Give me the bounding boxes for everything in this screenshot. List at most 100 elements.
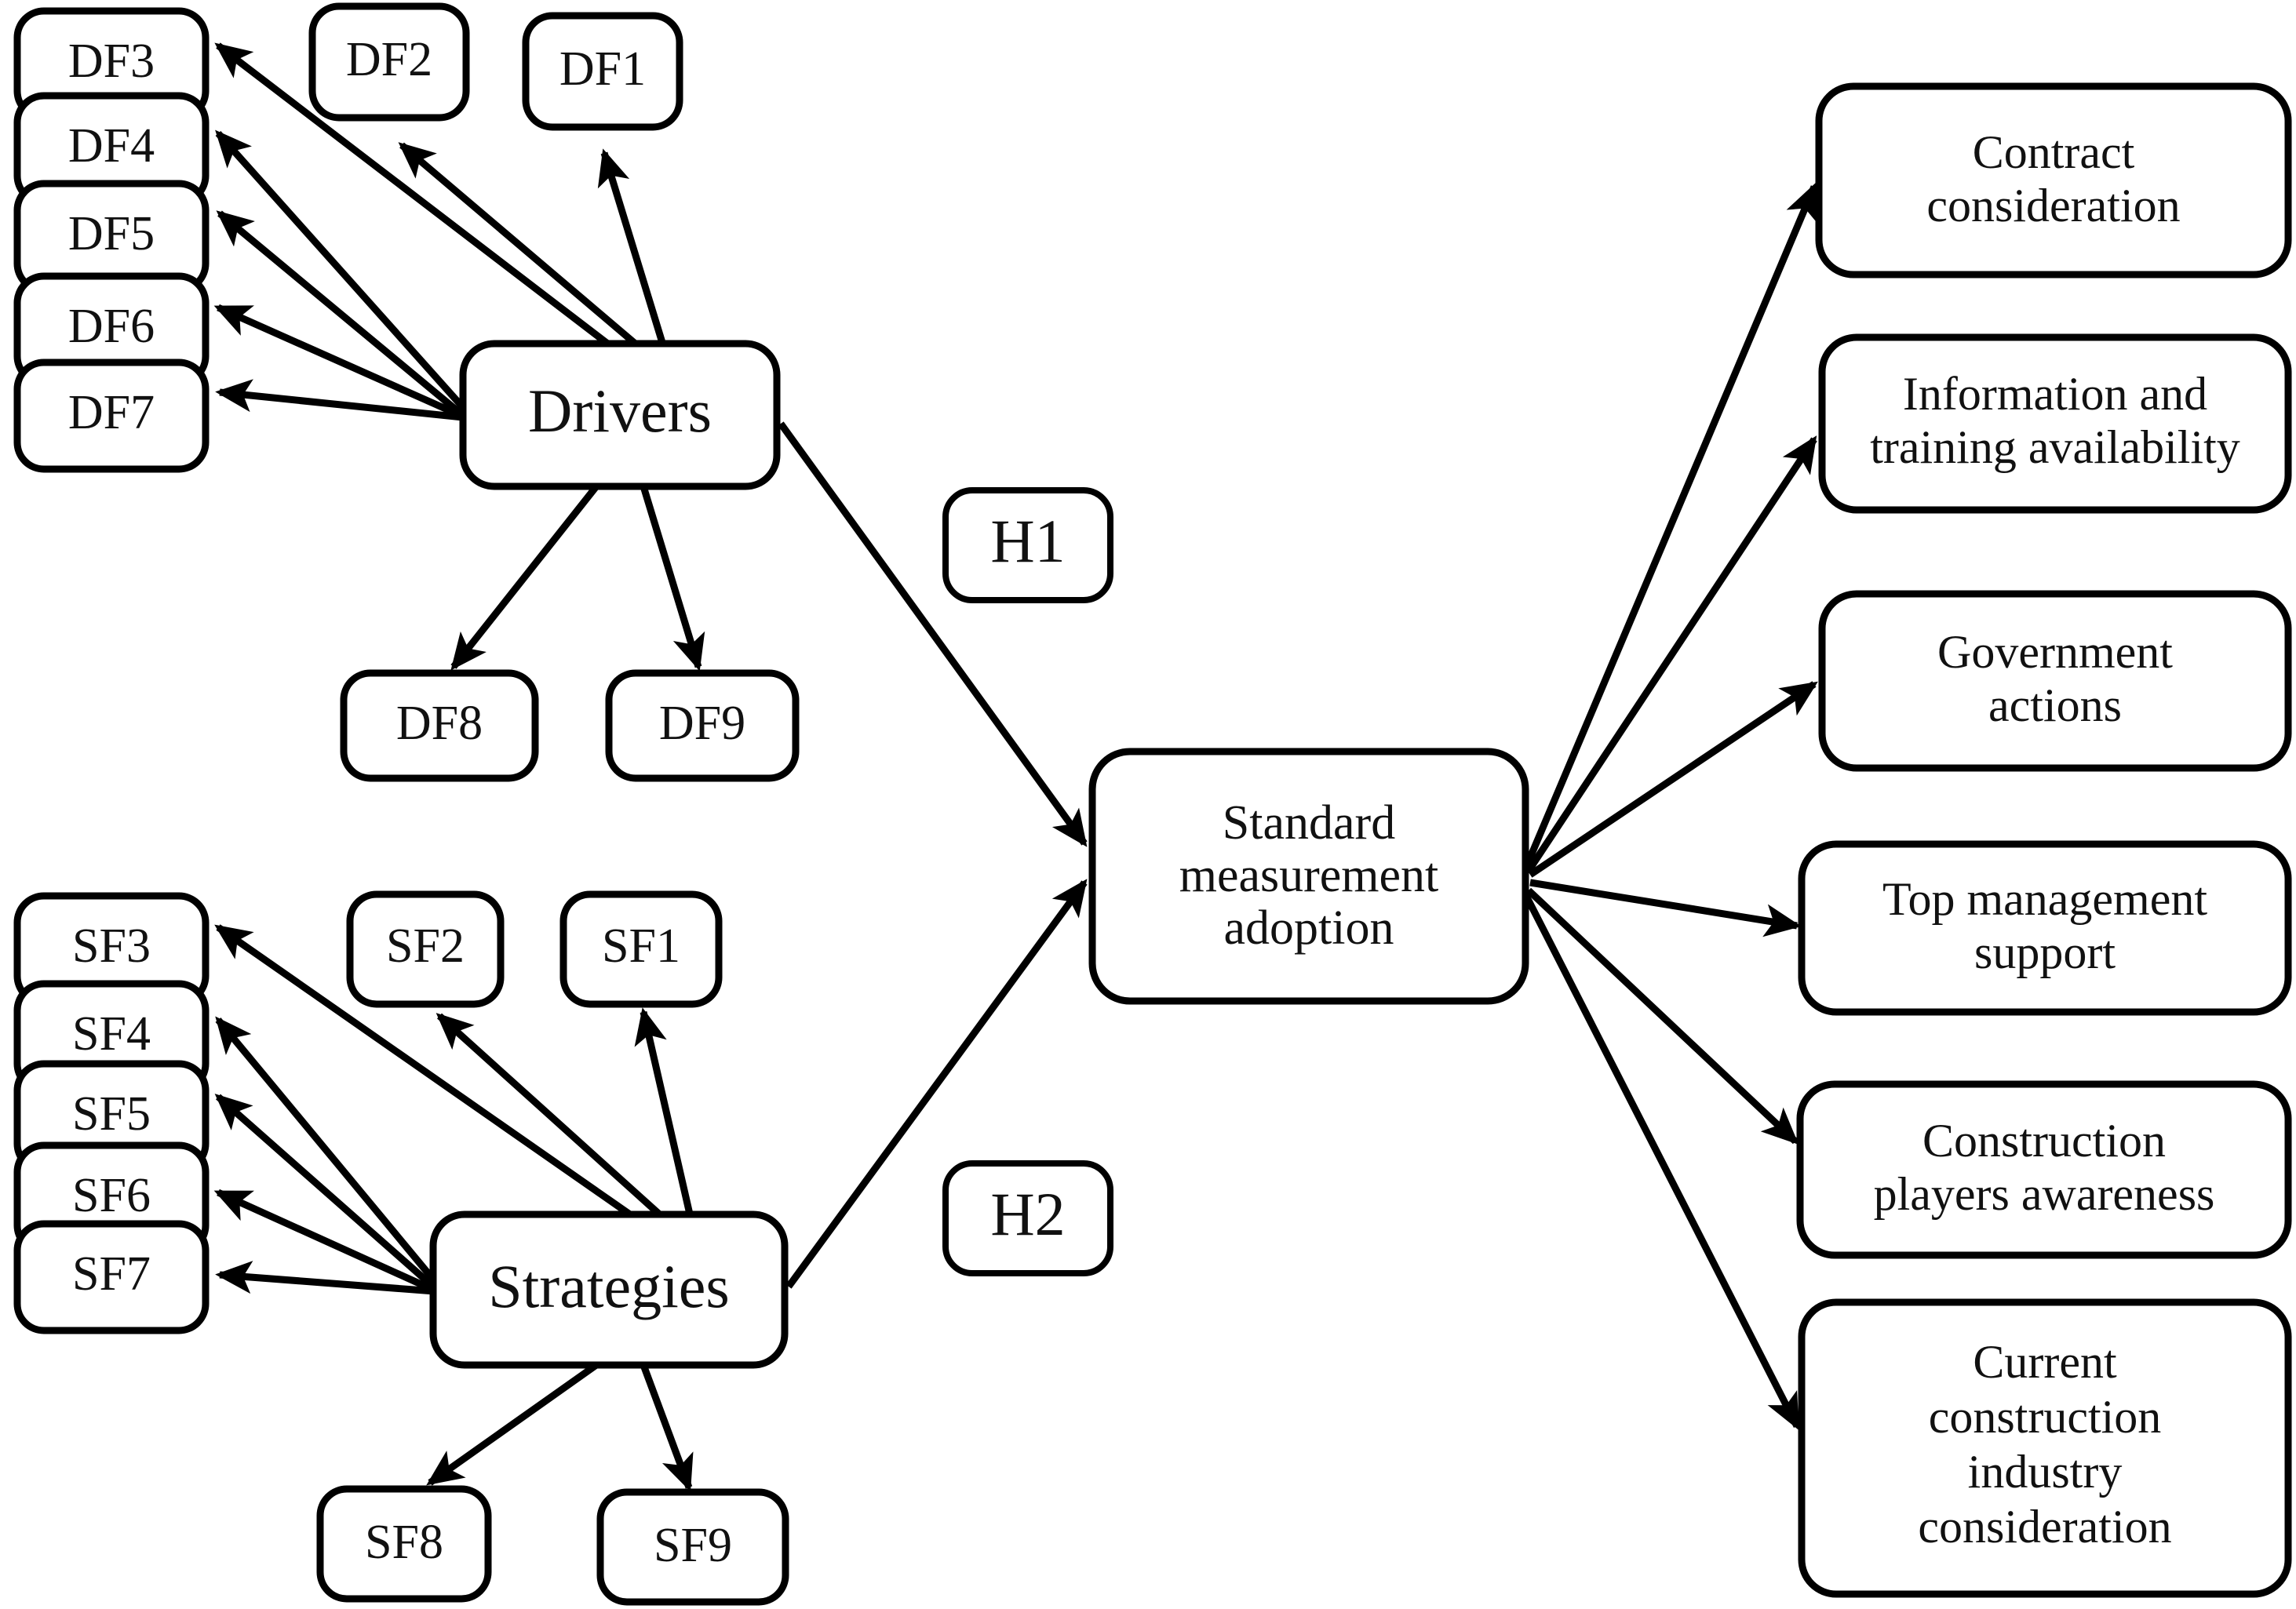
node-sf9[interactable]: SF9 [596, 1488, 789, 1606]
node-oc1-label-line2: consideration [1926, 180, 2180, 231]
node-df2-box[interactable] [308, 2, 470, 122]
node-oc6-label-line2: construction [1929, 1391, 2162, 1443]
node-df8-box[interactable] [340, 669, 539, 782]
edge-drivers-df6 [213, 304, 463, 420]
edge-sma-oc2 [1525, 435, 1817, 873]
node-df1-label: DF1 [559, 42, 646, 96]
node-df3[interactable]: DF3 [13, 7, 210, 122]
node-standard-measurement-adoption[interactable]: Standard measurement adoption [1088, 748, 1529, 1005]
node-df4-label: DF4 [68, 119, 155, 173]
node-h1-box[interactable] [942, 487, 1113, 603]
node-oc3-label-line2: actions [1988, 679, 2122, 731]
node-drivers-label: Drivers [528, 377, 712, 445]
edge-drivers-df9 [640, 485, 705, 672]
node-df9-box[interactable] [605, 669, 800, 782]
node-sf5-label: SF5 [72, 1087, 151, 1141]
node-df1-box[interactable] [522, 12, 683, 131]
edge-strategies-sf3 [214, 924, 646, 1227]
node-sf2-label: SF2 [386, 919, 465, 973]
node-df7-box[interactable] [13, 359, 210, 473]
node-construction-players-awareness[interactable]: Construction players awareness [1796, 1080, 2292, 1259]
node-oc2-label-line2: training availability [1870, 421, 2240, 473]
node-top-management-support[interactable]: Top management support [1798, 840, 2292, 1016]
node-df8-label: DF8 [396, 697, 483, 750]
node-df5[interactable]: DF5 [13, 180, 210, 294]
node-oc2-label-line1: Information and [1903, 368, 2207, 420]
edge-group-strategies [213, 924, 694, 1492]
node-oc3-box[interactable] [1818, 590, 2292, 772]
edge-strategies-sf9 [640, 1363, 694, 1492]
node-oc6-label-line1: Current [1973, 1336, 2117, 1388]
node-sf6-label: SF6 [72, 1169, 151, 1222]
node-current-construction-industry-consideration[interactable]: Current construction industry considerat… [1798, 1298, 2292, 1598]
node-df8[interactable]: DF8 [340, 669, 539, 782]
node-h2-box[interactable] [942, 1160, 1113, 1276]
node-df3-label: DF3 [68, 35, 155, 88]
edge-drivers-df5 [216, 210, 464, 417]
node-drivers[interactable]: Drivers [459, 340, 781, 490]
node-sf1-label: SF1 [602, 919, 680, 973]
node-df2-label: DF2 [346, 33, 432, 86]
edge-sma-oc6 [1522, 894, 1801, 1431]
node-sma-box[interactable] [1088, 748, 1529, 1005]
node-strategies-box[interactable] [429, 1210, 789, 1369]
node-contract-consideration[interactable]: Contract consideration [1815, 82, 2292, 278]
node-oc1-label-line1: Contract [1973, 126, 2135, 178]
edge-strategies-sf4 [215, 1016, 441, 1287]
node-sf3-label: SF3 [72, 919, 151, 973]
node-drivers-box[interactable] [459, 340, 781, 490]
edge-group-structural [778, 421, 1088, 1289]
node-sf4-label: SF4 [72, 1007, 151, 1061]
node-oc5-label-line1: Construction [1922, 1115, 2166, 1167]
node-sma-label-line1: Standard [1223, 796, 1395, 850]
edge-drivers-df3 [214, 42, 622, 356]
edge-strategies-sf2 [436, 1013, 666, 1221]
edge-sma-oc4 [1529, 879, 1802, 937]
node-df9[interactable]: DF9 [605, 669, 800, 782]
edge-drivers-df2 [398, 142, 640, 348]
edge-drivers-sma-h1 [778, 421, 1088, 847]
node-h1-label: H1 [990, 507, 1065, 575]
node-df4[interactable]: DF4 [13, 92, 210, 206]
edge-group-outcomes [1522, 182, 1818, 1431]
node-df6[interactable]: DF6 [13, 272, 210, 387]
node-oc4-label-line2: support [1974, 926, 2116, 978]
node-oc4-box[interactable] [1798, 840, 2292, 1016]
node-oc5-box[interactable] [1796, 1080, 2292, 1259]
node-sma-label-line2: measurement [1179, 849, 1439, 902]
edge-strategies-sma-h2 [785, 879, 1088, 1289]
node-sf9-box[interactable] [596, 1488, 789, 1606]
edge-strategies-sf7 [215, 1261, 436, 1295]
node-oc6-box[interactable] [1798, 1298, 2292, 1598]
node-h1[interactable]: H1 [942, 487, 1113, 603]
node-df2[interactable]: DF2 [308, 2, 470, 122]
node-sf8[interactable]: SF8 [316, 1485, 492, 1603]
node-df7[interactable]: DF7 [13, 359, 210, 473]
node-sf1[interactable]: SF1 [559, 890, 723, 1008]
node-oc4-label-line1: Top management [1882, 873, 2207, 925]
node-df6-label: DF6 [68, 300, 155, 353]
node-sf1-box[interactable] [559, 890, 723, 1008]
node-sf7[interactable]: SF7 [13, 1220, 210, 1334]
edge-sma-oc5 [1525, 887, 1799, 1145]
node-h2[interactable]: H2 [942, 1160, 1113, 1276]
node-h2-label: H2 [990, 1180, 1065, 1248]
node-strategies[interactable]: Strategies [429, 1210, 789, 1369]
node-oc1-box[interactable] [1815, 82, 2292, 278]
node-sf7-box[interactable] [13, 1220, 210, 1334]
node-df1[interactable]: DF1 [522, 12, 683, 131]
node-sf9-label: SF9 [654, 1519, 732, 1572]
edge-sma-oc1 [1522, 182, 1818, 868]
node-strategies-label: Strategies [488, 1252, 730, 1320]
node-sf2-box[interactable] [346, 890, 505, 1008]
node-sf8-label: SF8 [365, 1516, 443, 1569]
node-sf8-box[interactable] [316, 1485, 492, 1603]
node-information-training-availability[interactable]: Information and training availability [1818, 333, 2292, 514]
node-government-actions[interactable]: Government actions [1818, 590, 2292, 772]
node-df5-label: DF5 [68, 207, 155, 260]
node-oc2-box[interactable] [1818, 333, 2292, 514]
edge-drivers-df1 [597, 148, 667, 347]
node-sf2[interactable]: SF2 [346, 890, 505, 1008]
